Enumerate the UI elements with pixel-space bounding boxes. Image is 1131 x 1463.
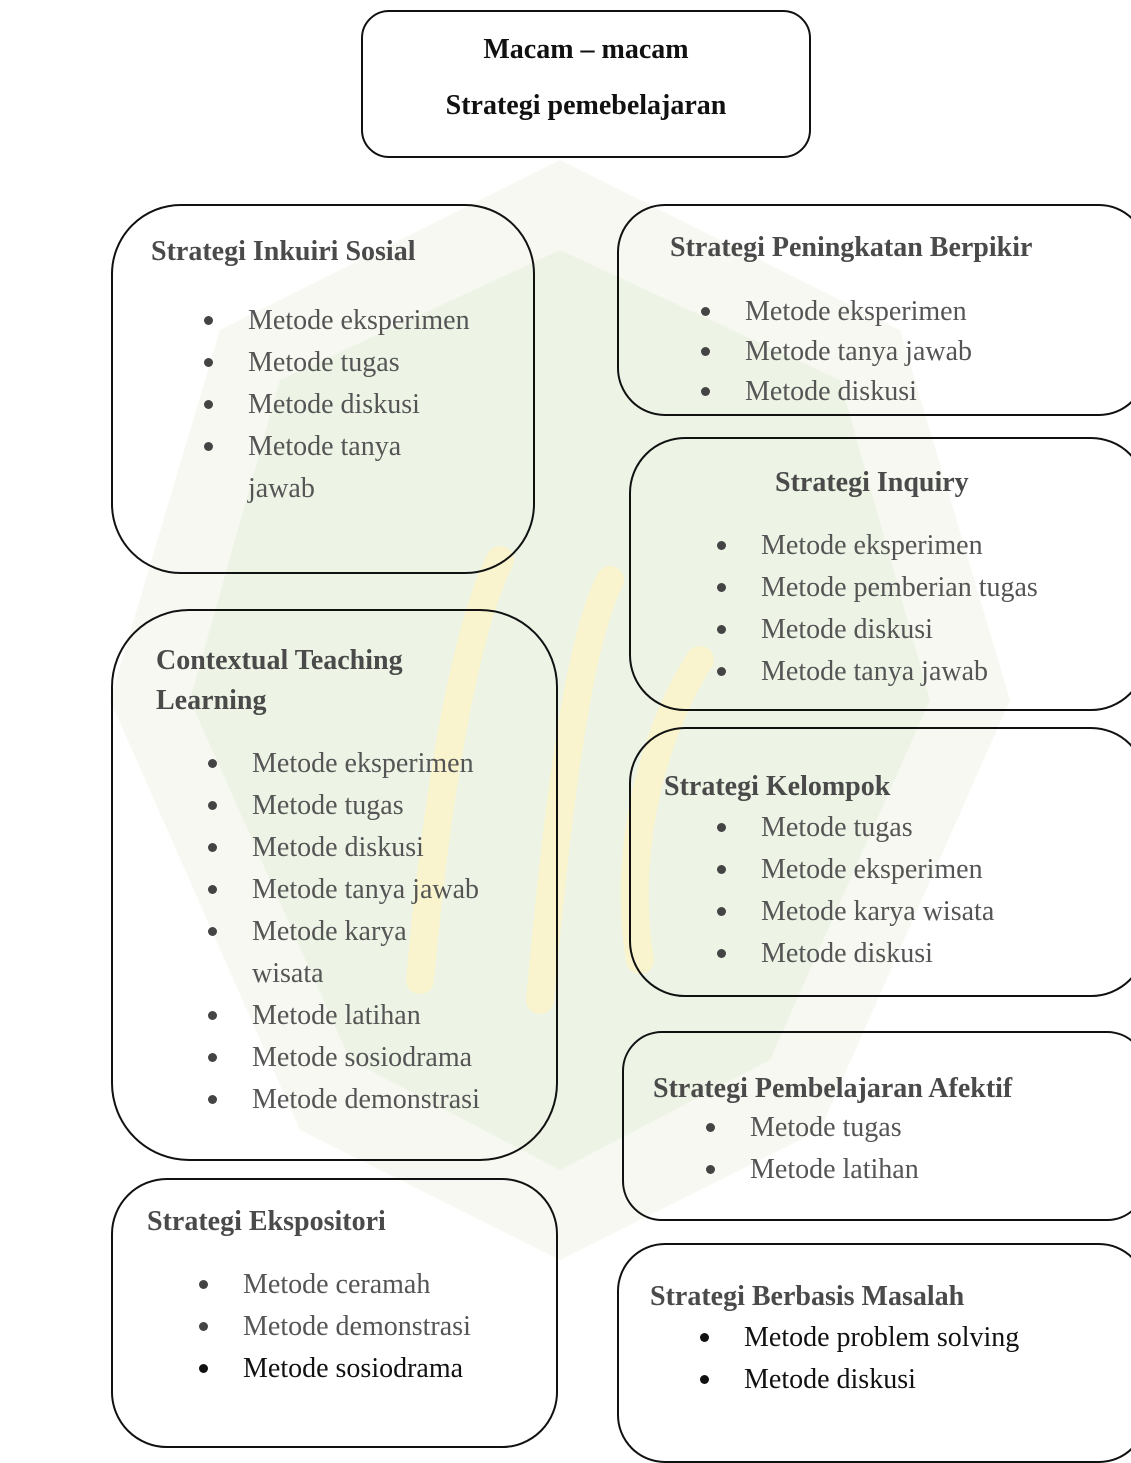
list-item: Metode diskusi xyxy=(701,372,1125,412)
method-list: Metode ceramah Metode demonstrasi Metode… xyxy=(199,1264,543,1390)
bullet-icon xyxy=(701,307,710,316)
bullet-icon xyxy=(208,885,217,894)
bullet-icon xyxy=(208,1011,217,1020)
box-title: Strategi Peningkatan Berpikir xyxy=(670,232,1033,263)
list-item: Metode diskusi xyxy=(204,384,478,426)
list-item: Metode tugas xyxy=(717,807,1131,849)
box-berbasis-masalah: Strategi Berbasis Masalah Metode problem… xyxy=(617,1243,1131,1463)
list-item: Metode demonstrasi xyxy=(199,1306,543,1348)
bullet-icon xyxy=(701,347,710,356)
list-item: Metode karya wisata xyxy=(717,891,1131,933)
method-list: Metode eksperimen Metode tanya jawab Met… xyxy=(701,292,1125,412)
method-list: Metode eksperimen Metode tugas Metode di… xyxy=(204,300,478,510)
bullet-icon xyxy=(208,1053,217,1062)
box-title: Strategi Inquiry xyxy=(775,467,969,498)
bullet-icon xyxy=(717,823,726,832)
bullet-icon xyxy=(717,667,726,676)
box-title: Strategi Berbasis Masalah xyxy=(650,1281,965,1312)
list-item: Metode eksperimen xyxy=(717,525,1131,567)
list-item: Metode tanya jawab xyxy=(701,332,1125,372)
list-item: Metode latihan xyxy=(208,995,532,1037)
bullet-icon xyxy=(208,927,217,936)
list-item: Metode eksperimen xyxy=(717,849,1131,891)
bullet-icon xyxy=(706,1123,715,1132)
bullet-icon xyxy=(204,316,213,325)
list-item: Metode eksperimen xyxy=(208,743,532,785)
bullet-icon xyxy=(701,387,710,396)
method-list: Metode eksperimen Metode tugas Metode di… xyxy=(208,743,532,1121)
bullet-icon xyxy=(717,865,726,874)
bullet-icon xyxy=(208,759,217,768)
list-item: Metode eksperimen xyxy=(204,300,478,342)
bullet-icon xyxy=(208,801,217,810)
bullet-icon xyxy=(717,625,726,634)
box-title: Strategi Ekspositori xyxy=(147,1206,386,1237)
header-title-line2: Strategi pemebelajaran xyxy=(445,90,727,121)
list-item: Metode sosiodrama xyxy=(199,1348,543,1390)
bullet-icon xyxy=(204,442,213,451)
bullet-icon xyxy=(706,1165,715,1174)
list-item: Metode eksperimen xyxy=(701,292,1125,332)
list-item: Metode diskusi xyxy=(700,1359,1131,1401)
list-item: Metode diskusi xyxy=(717,933,1131,975)
bullet-icon xyxy=(199,1280,208,1289)
list-item: Metode pemberian tugas xyxy=(717,567,1131,609)
list-item: Metode ceramah xyxy=(199,1264,543,1306)
method-list: Metode eksperimen Metode pemberian tugas… xyxy=(717,525,1131,693)
box-kelompok: Strategi Kelompok Metode tugas Metode ek… xyxy=(629,727,1131,997)
list-item: Metode tanya jawab xyxy=(204,426,448,510)
box-title-line1: Contextual Teaching xyxy=(156,645,403,676)
list-item: Metode problem solving xyxy=(700,1317,1131,1359)
bullet-icon xyxy=(208,843,217,852)
list-item: Metode diskusi xyxy=(717,609,1131,651)
box-peningkatan-berpikir: Strategi Peningkatan Berpikir Metode eks… xyxy=(617,204,1131,416)
bullet-icon xyxy=(208,1095,217,1104)
bullet-icon xyxy=(717,907,726,916)
box-ekspositori: Strategi Ekspositori Metode ceramah Meto… xyxy=(111,1178,558,1448)
header-box: Macam – macam Strategi pemebelajaran xyxy=(361,10,811,158)
list-item: Metode tanya jawab xyxy=(717,651,1131,693)
bullet-icon xyxy=(199,1322,208,1331)
list-item: Metode karya wisata xyxy=(208,911,462,995)
method-list: Metode tugas Metode eksperimen Metode ka… xyxy=(717,807,1131,975)
bullet-icon xyxy=(717,949,726,958)
list-item: Metode sosiodrama xyxy=(208,1037,532,1079)
box-pembelajaran-afektif: Strategi Pembelajaran Afektif Metode tug… xyxy=(622,1031,1131,1221)
method-list: Metode tugas Metode latihan xyxy=(706,1107,1130,1191)
list-item: Metode diskusi xyxy=(208,827,532,869)
bullet-icon xyxy=(204,400,213,409)
list-item: Metode demonstrasi xyxy=(208,1079,532,1121)
box-title-line2: Learning xyxy=(156,685,267,716)
method-list: Metode problem solving Metode diskusi xyxy=(700,1317,1131,1401)
list-item: Metode latihan xyxy=(706,1149,1130,1191)
box-inquiry: Strategi Inquiry Metode eksperimen Metod… xyxy=(629,437,1131,711)
box-title: Strategi Inkuiri Sosial xyxy=(151,236,416,267)
box-title: Strategi Kelompok xyxy=(664,771,891,802)
box-contextual-teaching-learning: Contextual Teaching Learning Metode eksp… xyxy=(111,609,558,1161)
bullet-icon xyxy=(199,1364,208,1373)
bullet-icon xyxy=(700,1375,709,1384)
list-item: Metode tanya jawab xyxy=(208,869,532,911)
box-inkuiri-sosial: Strategi Inkuiri Sosial Metode eksperime… xyxy=(111,204,535,574)
header-title-line1: Macam – macam xyxy=(483,34,689,65)
bullet-icon xyxy=(717,541,726,550)
list-item: Metode tugas xyxy=(208,785,532,827)
box-title: Strategi Pembelajaran Afektif xyxy=(653,1073,1013,1104)
bullet-icon xyxy=(700,1333,709,1342)
bullet-icon xyxy=(717,583,726,592)
list-item: Metode tugas xyxy=(204,342,478,384)
bullet-icon xyxy=(204,358,213,367)
list-item: Metode tugas xyxy=(706,1107,1130,1149)
